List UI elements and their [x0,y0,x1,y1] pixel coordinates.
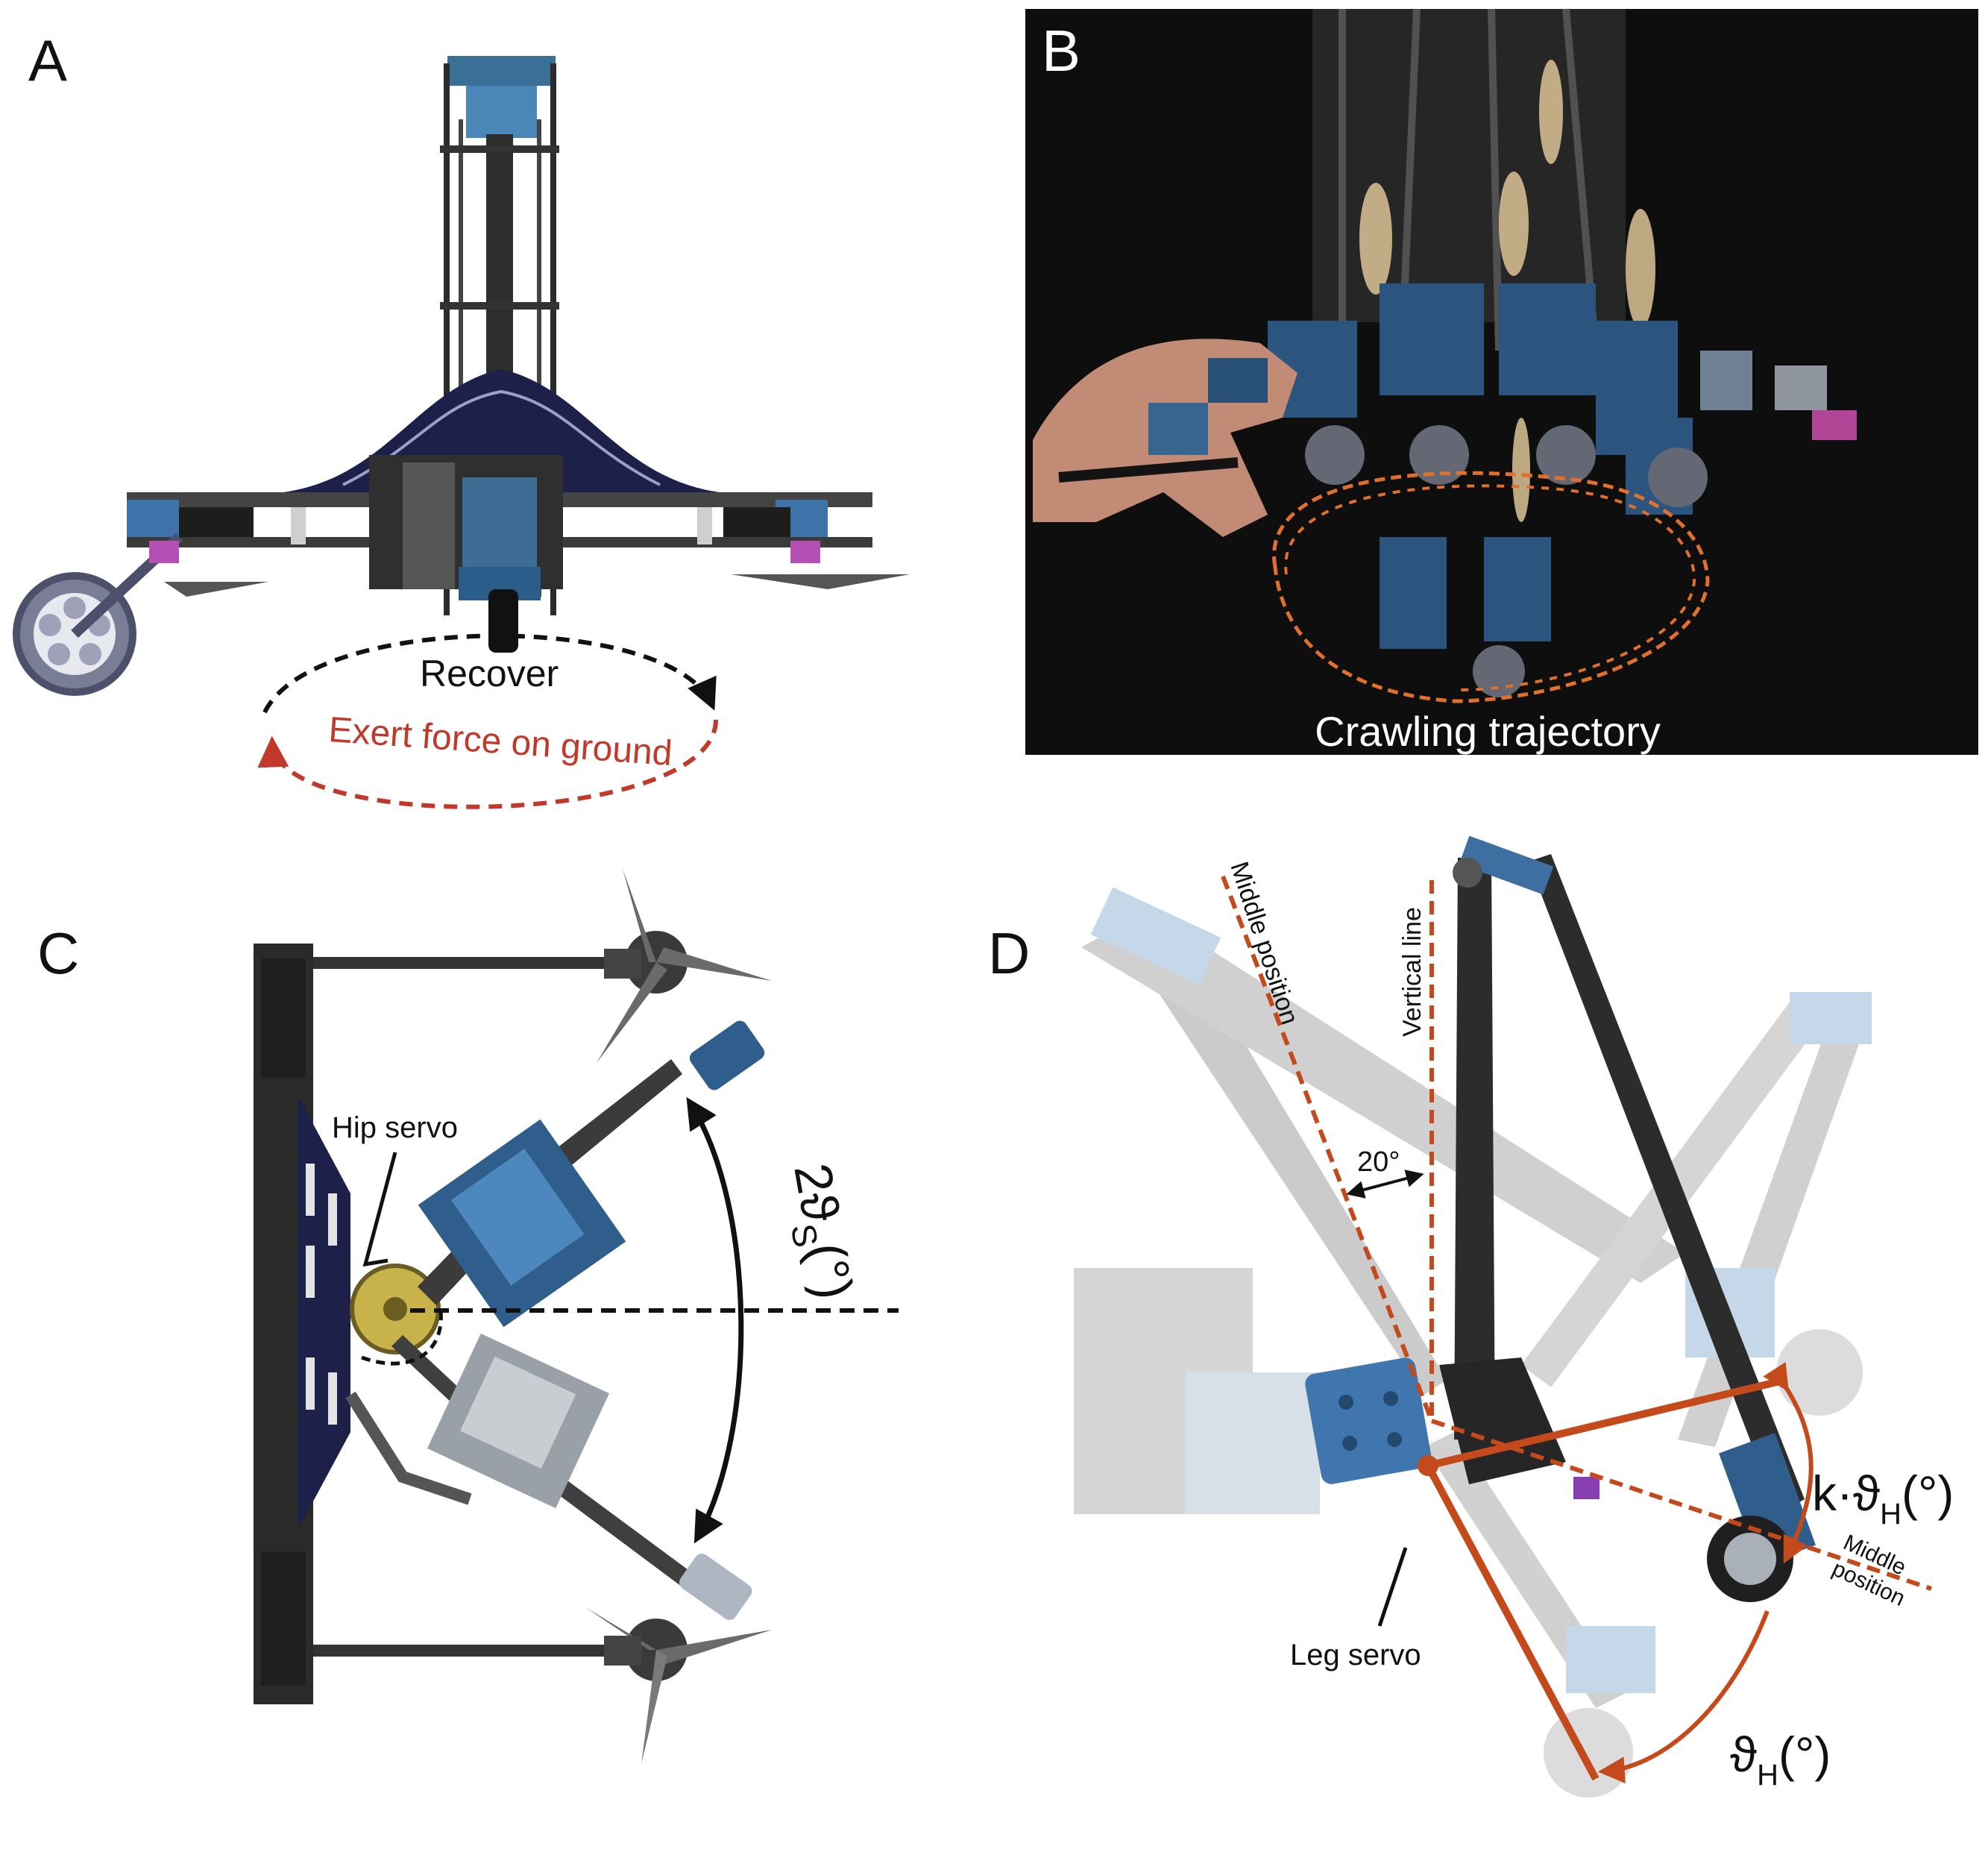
panel-d-letter: D [988,920,1030,986]
recover-arrow [262,633,717,714]
theta-h-arc [1597,1610,1770,1784]
exert-force-arrow [257,719,718,809]
robot-front-view-illustration [13,56,910,696]
range-sector [1424,1376,1787,1781]
svg-text:2ϑS(°): 2ϑS(°) [773,1159,864,1305]
leg-servo-pivot [1418,1455,1438,1476]
theta-h-unit: (°) [1778,1727,1831,1782]
crawling-trajectory-path [1272,471,1710,703]
angle-2theta-label: 2ϑ [783,1159,850,1226]
theta-h-subscript: H [1757,1759,1778,1792]
vertical-line-label: Vertical line [1398,907,1426,1037]
svg-text:k·ϑH(°): k·ϑH(°) [1812,1466,1954,1531]
panel-a-letter: A [28,28,67,93]
crawling-robot-photo [1033,8,1857,697]
panel-d: D [988,835,1954,1798]
robot-top-view-illustration [254,869,772,1764]
theta-h-label: ϑ [1730,1727,1757,1782]
k-theta-label: k·ϑ [1812,1466,1880,1521]
k-theta-unit: (°) [1902,1466,1954,1521]
panel-b: B Crawling trajectory [1025,8,1978,755]
recover-label: Recover [420,653,559,694]
middle-position-right-line [1431,1419,1932,1591]
k-theta-arc [1763,1362,1814,1564]
middle-position-top-line [1221,875,1434,1422]
leg-motion-illustration [1074,835,1872,1798]
panel-c-letter: C [37,920,79,986]
leg-servo-label: Leg servo [1290,1639,1421,1671]
hip-servo-pointer [362,1152,397,1267]
angle-2theta-unit: (°) [797,1238,864,1303]
svg-text:ϑH(°): ϑH(°) [1730,1727,1831,1792]
angle-arc-2theta [686,1096,744,1544]
exert-force-label: Exert force on ground [327,710,673,773]
leg-servo-pointer [1377,1547,1408,1627]
crawling-trajectory-label: Crawling trajectory [1315,708,1661,755]
hip-servo-label: Hip servo [332,1111,458,1144]
panel-a: A [13,28,910,809]
angle-20-label: 20° [1357,1146,1400,1178]
panel-b-letter: B [1042,18,1080,84]
k-theta-subscript: H [1880,1498,1902,1531]
angle-20-arrow [1346,1170,1424,1199]
panel-c: C [37,869,899,1764]
